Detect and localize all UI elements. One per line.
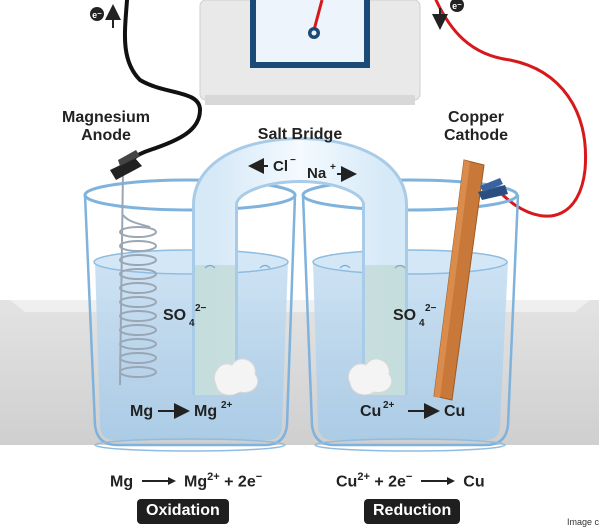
left-beaker — [83, 178, 297, 452]
cotton-plug-left — [214, 358, 259, 396]
left-beaker-reaction: Mg Mg 2+ — [130, 400, 233, 420]
svg-text:Mg: Mg — [194, 403, 217, 420]
right-beaker-reaction: Cu 2+ Cu — [360, 400, 465, 420]
sulfate-label-left: SO 4 2− — [163, 303, 207, 329]
svg-text:Cl: Cl — [273, 158, 288, 175]
image-credit: Image c — [566, 517, 599, 527]
svg-text:+: + — [330, 162, 336, 173]
svg-text:SO: SO — [163, 307, 186, 324]
anode-label-line2: Anode — [81, 127, 131, 144]
magnesium-coil-electrode — [119, 169, 157, 386]
voltmeter — [199, 0, 421, 105]
reduction-badge: Reduction — [364, 499, 461, 524]
cathode-label-line1: Copper — [448, 109, 504, 126]
svg-text:2+: 2+ — [383, 400, 395, 411]
svg-text:4: 4 — [189, 318, 195, 329]
svg-text:e⁻: e⁻ — [92, 10, 102, 20]
svg-text:Cu: Cu — [360, 403, 381, 420]
electron-flow-left: e⁻ — [90, 4, 121, 28]
cathode-clip — [478, 178, 508, 200]
copper-cathode-strip — [433, 159, 485, 401]
svg-text:2+: 2+ — [221, 400, 233, 411]
cotton-plug-right — [348, 358, 393, 396]
black-wire — [122, 0, 203, 170]
electron-flow-right: e⁻ — [432, 0, 464, 30]
sodium-flow: Na + — [307, 162, 357, 182]
svg-text:−: − — [290, 155, 296, 166]
svg-text:Na: Na — [307, 165, 327, 182]
sulfate-label-right: SO 4 2− — [393, 303, 437, 329]
red-wire — [434, 0, 588, 218]
ripple-marks — [204, 264, 406, 269]
oxidation-badge: Oxidation — [137, 499, 229, 524]
svg-text:2−: 2− — [195, 303, 207, 314]
svg-text:4: 4 — [419, 318, 425, 329]
svg-text:SO: SO — [393, 307, 416, 324]
svg-text:2−: 2− — [425, 303, 437, 314]
svg-text:Mg: Mg — [130, 403, 153, 420]
oxidation-equation: Mg Mg2+ + 2e− — [110, 471, 263, 491]
svg-text:e⁻: e⁻ — [452, 1, 462, 11]
salt-bridge-label: Salt Bridge — [258, 126, 343, 143]
chloride-flow: Cl − — [248, 155, 296, 175]
cathode-label-line2: Cathode — [444, 127, 508, 144]
anode-label-line1: Magnesium — [62, 109, 150, 126]
meter-needle — [312, 0, 324, 31]
reduction-equation: Cu2+ + 2e− Cu — [336, 471, 485, 491]
svg-text:Cu: Cu — [444, 403, 465, 420]
anode-clip — [110, 150, 142, 180]
